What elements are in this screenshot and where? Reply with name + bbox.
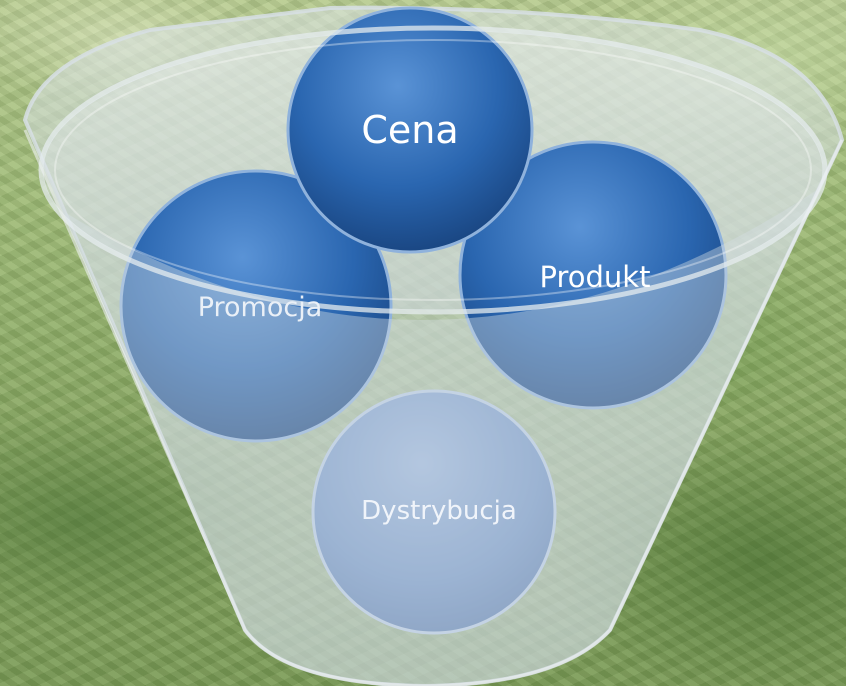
- label-cena: Cena: [361, 108, 459, 152]
- label-promocja: Promocja: [197, 292, 323, 323]
- circle-cena: [286, 6, 534, 254]
- circle-promocja: [119, 169, 393, 443]
- label-dystrybucja: Dystrybucja: [361, 496, 517, 526]
- circle-dystrybucja: [311, 389, 557, 635]
- label-produkt: Produkt: [539, 260, 651, 294]
- circle-produkt: [458, 140, 728, 410]
